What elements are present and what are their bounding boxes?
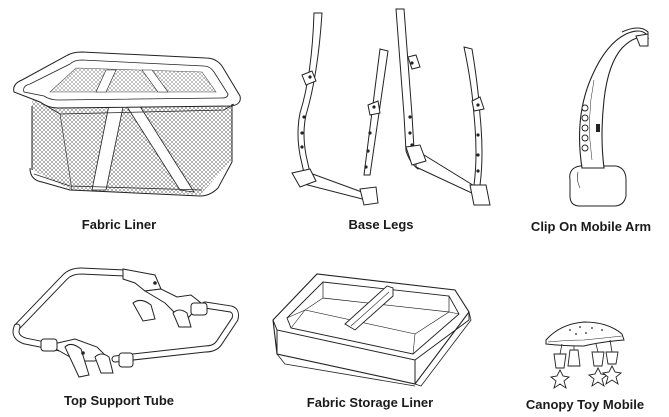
base-legs-illustration	[280, 5, 510, 210]
top-support-tube-part	[5, 265, 245, 390]
fabric-storage-liner-label: Fabric Storage Liner	[306, 395, 434, 410]
base-legs-label: Base Legs	[348, 217, 414, 232]
canopy-toy-mobile-label: Canopy Toy Mobile	[525, 397, 645, 412]
canopy-toy-mobile-part	[540, 318, 630, 393]
top-support-tube-label: Top Support Tube	[64, 393, 174, 408]
base-legs-part	[280, 5, 510, 210]
clip-on-mobile-arm-label: Clip On Mobile Arm	[530, 219, 652, 234]
fabric-liner-part	[10, 40, 245, 210]
top-support-tube-illustration	[5, 265, 245, 390]
mobile-arm-illustration	[560, 20, 660, 210]
clip-on-mobile-arm-part	[560, 20, 660, 210]
fabric-storage-liner-part	[265, 268, 475, 388]
fabric-liner-illustration	[10, 40, 245, 210]
fabric-liner-label: Fabric Liner	[81, 217, 157, 232]
canopy-mobile-illustration	[540, 318, 630, 393]
storage-liner-illustration	[265, 268, 475, 388]
